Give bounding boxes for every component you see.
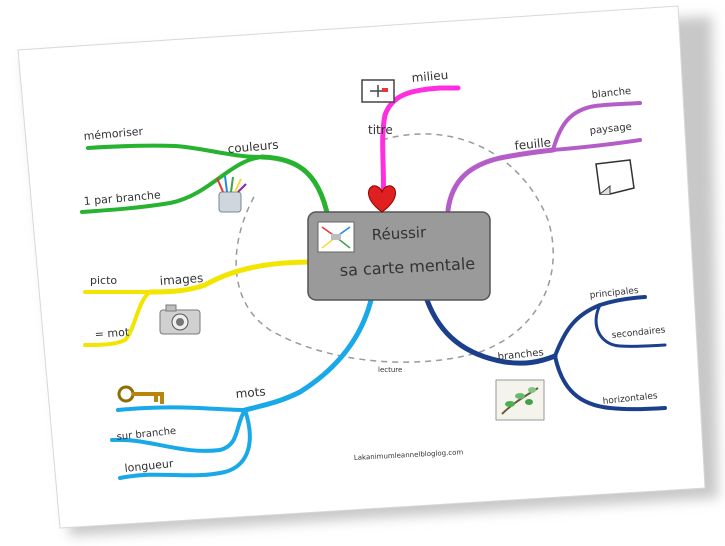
central-topic: Réussir sa carte mentale [307, 211, 491, 301]
branch-label-titre: titre [368, 123, 393, 137]
heart-icon [368, 185, 396, 213]
branch-label-images: images [159, 271, 204, 288]
child-label-egal-mot: = mot [94, 326, 130, 341]
child-label-memoriser: mémoriser [83, 125, 144, 143]
mind-map-thumbnail-icon [317, 221, 355, 253]
paper-sheet-icon [595, 159, 635, 195]
key-icon [117, 385, 164, 404]
camera-icon [159, 304, 201, 335]
branch-feuille: feuille blanche paysage [445, 86, 642, 213]
branch-images: images picto = mot [83, 259, 315, 347]
branch-branches: branches principales secondaires horizon… [424, 286, 667, 421]
branch-label-branches: branches [497, 347, 544, 363]
child-label-blanche: blanche [591, 86, 632, 101]
child-label-paysage: paysage [589, 122, 632, 137]
tree-branch-photo-icon [495, 379, 545, 421]
branch-label-feuille: feuille [514, 135, 552, 153]
central-topic-line1: Réussir [371, 223, 427, 244]
branch-label-couleurs: couleurs [227, 138, 279, 156]
whiteboard-icon [361, 79, 395, 103]
pencil-cup-icon [216, 175, 247, 213]
child-label-picto: picto [90, 274, 117, 287]
branch-titre: titre milieu [361, 68, 461, 203]
branch-label-mots: mots [235, 384, 266, 401]
dashed-reading-loop [235, 133, 554, 363]
dashed-loop-label: lecture [378, 366, 402, 374]
child-label-longueur: longueur [124, 457, 175, 475]
branch-mots: mots sur branche longueur [110, 293, 375, 480]
child-label-milieu: milieu [411, 68, 449, 85]
